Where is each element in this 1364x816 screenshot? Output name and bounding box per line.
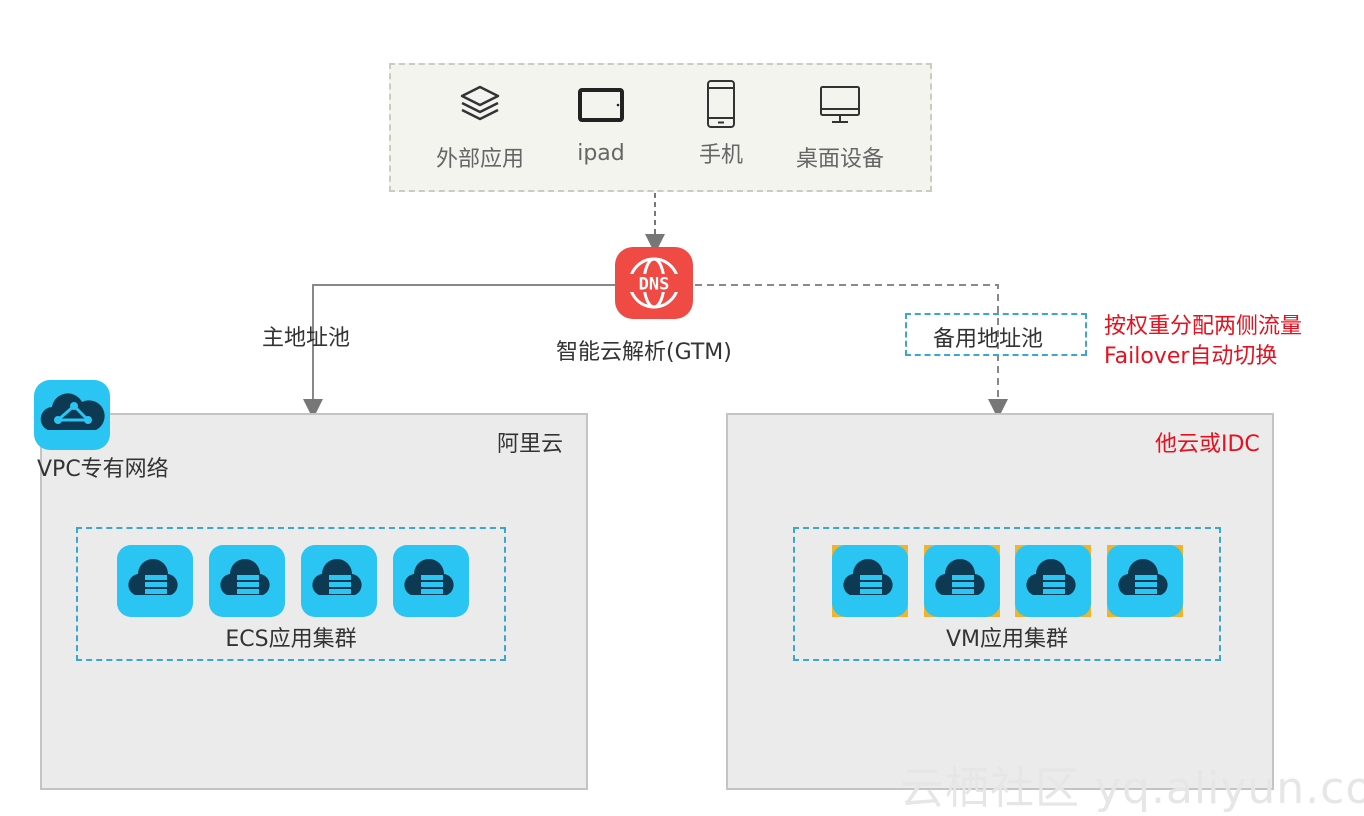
layers-icon <box>460 85 500 121</box>
ecs-server-icon <box>301 545 377 617</box>
vm-server-icon <box>1107 545 1183 617</box>
device-label: 手机 <box>698 143 743 168</box>
client-devices-group: 外部应用 ipad 手机 桌面设备 <box>389 63 932 192</box>
traffic-note-line-2: Failover自动切换 <box>1104 344 1278 369</box>
vm-server-icon <box>832 545 908 617</box>
vpc-label: VPC专有网络 <box>37 457 169 482</box>
ecs-server-icon <box>117 545 193 617</box>
vm-server-icon <box>1015 545 1091 617</box>
backup-pool-label: 备用地址池 <box>933 327 1044 352</box>
dns-gtm-icon: DNS <box>615 247 693 319</box>
device-label: 外部应用 <box>435 147 524 172</box>
vm-cluster-label: VM应用集群 <box>945 627 1069 652</box>
vm-server-icon <box>924 545 1000 617</box>
watermark: 云栖社区 yq.aliyun.com <box>900 763 1364 814</box>
device-ipad: ipad <box>546 83 656 166</box>
backup-pool-box <box>905 313 1087 356</box>
desktop-icon <box>820 86 860 123</box>
primary-pool-label: 主地址池 <box>262 326 351 351</box>
ecs-server-icon <box>393 545 469 617</box>
device-external-app: 外部应用 <box>425 83 535 173</box>
device-label: ipad <box>577 141 625 166</box>
backup-route-line <box>695 284 1008 419</box>
aliyun-title: 阿里云 <box>497 432 564 457</box>
vpc-cloud-icon <box>34 380 110 450</box>
ecs-server-icon <box>209 545 285 617</box>
ecs-cluster: ECS应用集群 <box>76 527 506 661</box>
traffic-note-line-1: 按权重分配两侧流量 <box>1104 314 1303 339</box>
gtm-label: 智能云解析(GTM) <box>556 340 732 365</box>
globe-icon: DNS <box>625 257 683 309</box>
device-phone: 手机 <box>666 80 776 169</box>
device-desktop: 桌面设备 <box>785 83 895 173</box>
tablet-icon <box>578 88 624 122</box>
svg-text:DNS: DNS <box>639 275 670 295</box>
device-label: 桌面设备 <box>795 147 884 172</box>
network-cloud-icon <box>40 393 105 430</box>
other-cloud-title: 他云或IDC <box>1155 432 1260 457</box>
phone-icon <box>707 80 735 128</box>
ecs-cluster-label: ECS应用集群 <box>225 627 357 652</box>
vm-cluster: VM应用集群 <box>793 527 1221 661</box>
primary-route-line <box>303 284 615 419</box>
